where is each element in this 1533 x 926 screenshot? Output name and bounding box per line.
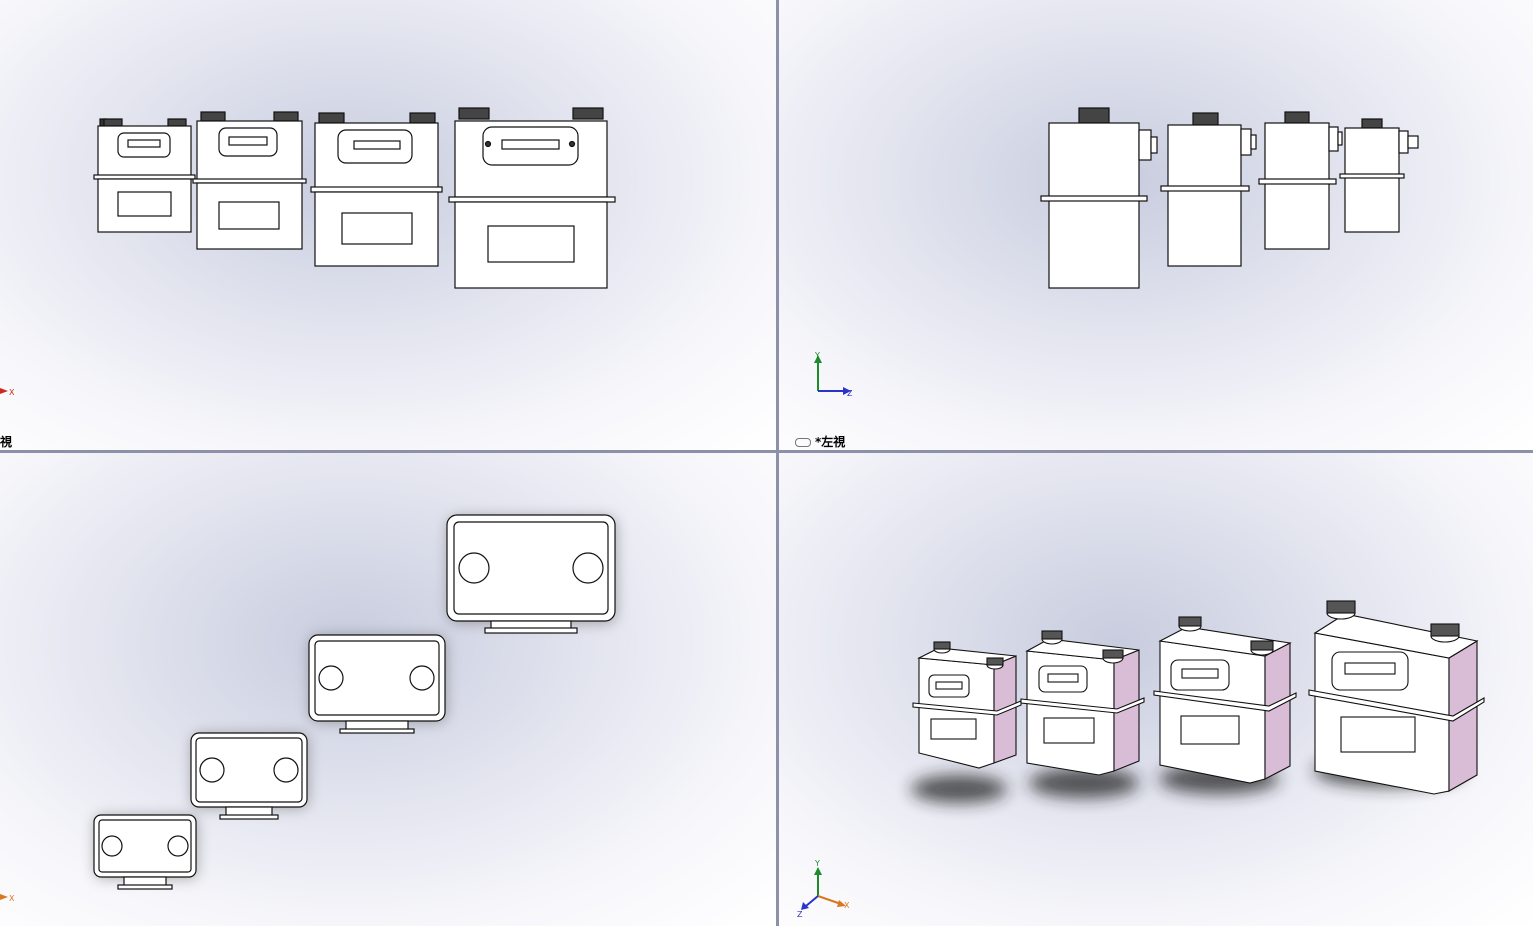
meter-top-large <box>308 634 446 734</box>
meter-side-medium <box>1258 111 1343 250</box>
meter-side-large <box>1160 112 1257 267</box>
meter-front-large <box>310 112 443 267</box>
triad-x-label: X <box>9 894 15 903</box>
viewport-left-view[interactable]: Y Z *左視 <box>779 0 1533 450</box>
triad-isometric: Y X Z <box>797 859 850 919</box>
meter-side-small <box>1339 118 1419 233</box>
triad-z-label: Z <box>797 910 803 919</box>
triad-x-label: X <box>9 388 15 397</box>
viewport-isometric[interactable]: Y X Z <box>779 453 1533 926</box>
meter-side-xlarge <box>1040 107 1158 289</box>
front-view-drawing: X <box>0 107 616 397</box>
meter-top-xlarge <box>446 514 616 634</box>
viewport-splitter-horizontal[interactable] <box>0 450 1533 453</box>
meter-iso-xlarge <box>1308 600 1485 795</box>
triad-y-label: Y <box>814 351 820 360</box>
viewport-splitter-vertical[interactable] <box>776 0 779 926</box>
meter-front-xlarge <box>448 107 616 289</box>
triad-front: X <box>0 388 15 397</box>
meter-iso-small <box>912 641 1022 769</box>
top-view-drawing: X <box>0 514 616 903</box>
meter-iso-medium <box>1020 630 1145 776</box>
meter-iso-large <box>1153 616 1297 784</box>
viewport-front[interactable]: X 視 <box>0 0 776 450</box>
isometric-drawing: Y X Z <box>797 600 1485 919</box>
triad-left-view: Y Z <box>814 351 853 398</box>
meter-front-medium <box>192 111 307 250</box>
left-view-drawing: Y Z <box>814 107 1419 398</box>
viewport-label: 視 <box>0 435 13 449</box>
triad-y-label: Y <box>814 859 820 868</box>
triad-x-label: X <box>844 901 850 910</box>
meter-front-small <box>93 118 196 233</box>
link-icon <box>795 438 811 447</box>
triad-z-label: Z <box>847 389 853 398</box>
viewport-label: *左視 <box>795 433 845 450</box>
triad-top-view: X <box>0 894 15 903</box>
meter-top-medium <box>190 732 308 820</box>
viewport-label-text: *左視 <box>815 435 846 449</box>
viewport-top-view[interactable]: X <box>0 453 776 926</box>
meter-top-small <box>93 814 197 890</box>
